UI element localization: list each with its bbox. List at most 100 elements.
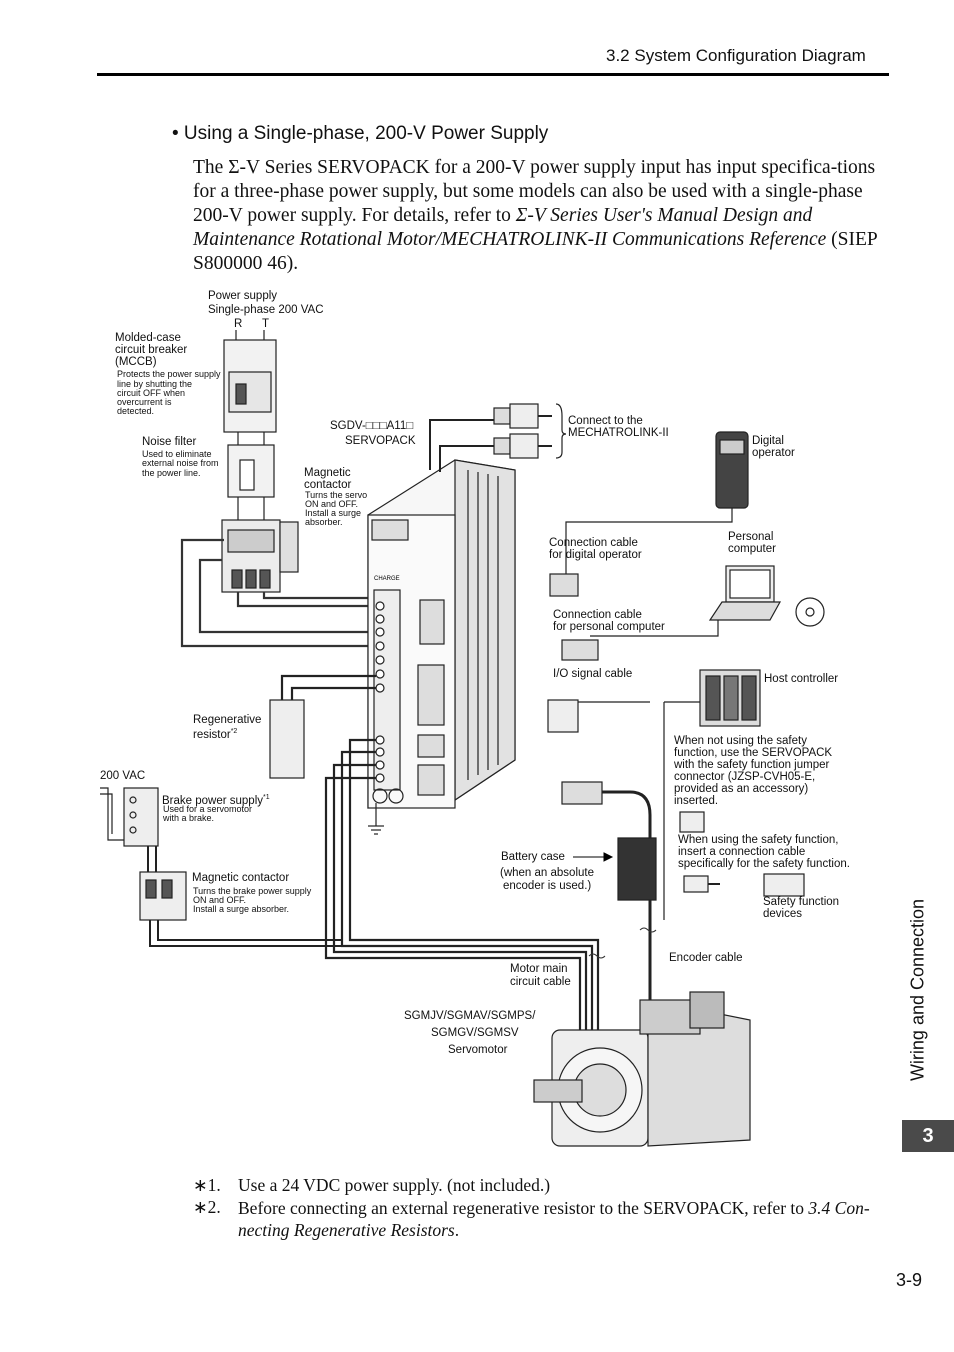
safety-not-2: function, use the SERVOPACK (674, 747, 833, 759)
brake-mag-desc-2: ON and OFF. (193, 895, 247, 905)
noise-desc-1: Used to eliminate (142, 449, 212, 459)
cable-breaks (588, 927, 657, 959)
r-label: R (234, 318, 243, 330)
footnote-2-mark: ∗2. (193, 1197, 221, 1217)
mechatrolink-label-2: MECHATROLINK-II (568, 427, 669, 439)
safety-not-3: with the safety function jumper (674, 759, 830, 771)
page-number: 3-9 (896, 1270, 923, 1290)
battery-sub-2: encoder is used.) (503, 880, 592, 892)
section-header: 3.2 System Configuration Diagram (606, 46, 866, 65)
battery-case-label: Battery case (501, 851, 565, 863)
intro-paragraph: The Σ-V Series SERVOPACK for a 200-V pow… (193, 156, 893, 276)
mccb-device (223, 330, 277, 433)
power-wiring (180, 538, 376, 648)
pc-label-1: Personal (728, 531, 774, 543)
motor-main-label-2: circuit cable (510, 976, 571, 988)
footnote-2-ref: 3.4 Con-necting Regenerative Resistors (238, 1198, 870, 1240)
power-supply-label: Power supply (208, 290, 278, 302)
regenerative-resistor (269, 674, 376, 779)
digital-operator-label-1: Digital (752, 435, 784, 447)
regen-label-2-text: resistor (193, 728, 231, 741)
brake-mag-desc-3: Install a surge absorber. (193, 904, 290, 914)
safety-not-5: provided as an accessory) (674, 783, 809, 795)
host-controller-device (547, 669, 761, 733)
encoder-cable-label: Encoder cable (669, 952, 743, 964)
digital-operator-device (549, 431, 749, 597)
battery-sub-1: (when an absolute (500, 867, 594, 879)
footnote-1-text: Use a 24 VDC power supply. (not included… (238, 1175, 551, 1195)
brake-ps-label: Brake power supply*1 (162, 792, 270, 807)
safety-use-3: specifically for the safety function. (678, 858, 850, 870)
mccb-label-1: Molded-case (115, 332, 181, 344)
mag-desc-1: Turns the servo (305, 490, 368, 500)
brake-mag-desc-1: Turns the brake power supply (193, 886, 312, 896)
mccb-desc-4: overcurrent is (117, 397, 172, 407)
para-text-before: The Σ-V Series SERVOPACK for a 200-V pow… (193, 157, 876, 226)
mag-desc-3: Install a surge (305, 508, 362, 518)
mag-desc-4: absorber. (305, 517, 343, 527)
vac200-label: 200 VAC (100, 770, 146, 782)
digital-cable-label-2: for digital operator (549, 549, 642, 561)
header-rule (97, 73, 889, 76)
servomotor-device (533, 991, 751, 1147)
safety-use-1: When using the safety function, (678, 834, 839, 846)
motor-cables (324, 738, 600, 1040)
mag-contactor-label-2: contactor (304, 479, 352, 491)
brake-magnetic-contactor (139, 846, 350, 947)
safety-not-4: connector (JZSP-CVH05-E, (674, 771, 816, 783)
safety-devices-2: devices (763, 908, 802, 920)
noise-desc-3: the power line. (142, 468, 201, 478)
power-supply-sub-label: Single-phase 200 VAC (208, 304, 324, 316)
mechatrolink-label-1: Connect to the (568, 415, 643, 427)
brake-ps-text: Brake power supply (162, 794, 263, 807)
host-controller-label: Host controller (764, 673, 839, 685)
mccb-desc-3: circuit OFF when (117, 388, 186, 398)
safety-not-6: inserted. (674, 795, 719, 807)
regen-label-2: resistor*2 (193, 726, 237, 741)
encoder-cable (561, 781, 657, 1041)
safety-function-devices (663, 701, 805, 920)
safety-not-1: When not using the safety (674, 735, 807, 747)
chapter-number-badge: 3 (902, 1120, 954, 1152)
noise-filter-label: Noise filter (142, 436, 197, 448)
mccb-desc-5: detected. (117, 406, 155, 416)
servopack-label: SERVOPACK (345, 435, 416, 447)
noise-desc-2: external noise from (142, 458, 219, 468)
mccb-label-2: circuit breaker (115, 344, 188, 356)
personal-computer-device (561, 565, 825, 661)
pc-label-2: computer (728, 543, 776, 555)
brake-power-supply (100, 787, 159, 847)
servomotor-label-1: SGMJV/SGMAV/SGMPS/ (404, 1010, 536, 1022)
brake-desc-1: Used for a servomotor (163, 804, 253, 814)
para-text-after: (SIEP S800000 46). (193, 229, 878, 274)
pc-cable-label-1: Connection cable (553, 609, 642, 621)
chapter-side-tab: Wiring and Connection (898, 870, 938, 1110)
noise-filter-device (227, 432, 275, 520)
safety-use-2: insert a connection cable (678, 846, 806, 858)
manual-reference: Σ-V Series User's Manual Design and Main… (193, 205, 827, 250)
footnote-2-tail: . (454, 1220, 460, 1240)
safety-devices-1: Safety function (763, 896, 840, 908)
motor-main-label-1: Motor main (510, 963, 568, 975)
bullet-heading: • Using a Single-phase, 200-V Power Supp… (172, 123, 549, 144)
chapter-side-tab-label: Wiring and Connection (907, 898, 928, 1082)
mag-contactor-label-1: Magnetic (304, 467, 351, 479)
digital-cable-label-1: Connection cable (549, 537, 638, 549)
mccb-label-3: (MCCB) (115, 356, 157, 368)
mccb-desc-2: line by shutting the (117, 379, 193, 389)
mechatrolink-connectors (429, 403, 567, 472)
regen-label-1: Regenerative (193, 714, 262, 726)
brake-footnote-mark: *1 (263, 794, 270, 801)
digital-operator-label-2: operator (752, 447, 795, 459)
magnetic-contactor-device (221, 519, 299, 593)
servomotor-label-2: SGMGV/SGMSV (431, 1027, 519, 1039)
footnote-2-text: Before connecting an external regenerati… (238, 1198, 809, 1218)
regen-footnote-mark: *2 (230, 728, 238, 735)
footnote-2-body: Before connecting an external regenerati… (238, 1197, 890, 1241)
t-label: T (262, 318, 270, 330)
io-cable-label: I/O signal cable (553, 668, 633, 680)
battery-arrow (573, 852, 614, 862)
footnote-1-mark: ∗1. (193, 1175, 221, 1195)
servopack-unit (367, 459, 516, 835)
